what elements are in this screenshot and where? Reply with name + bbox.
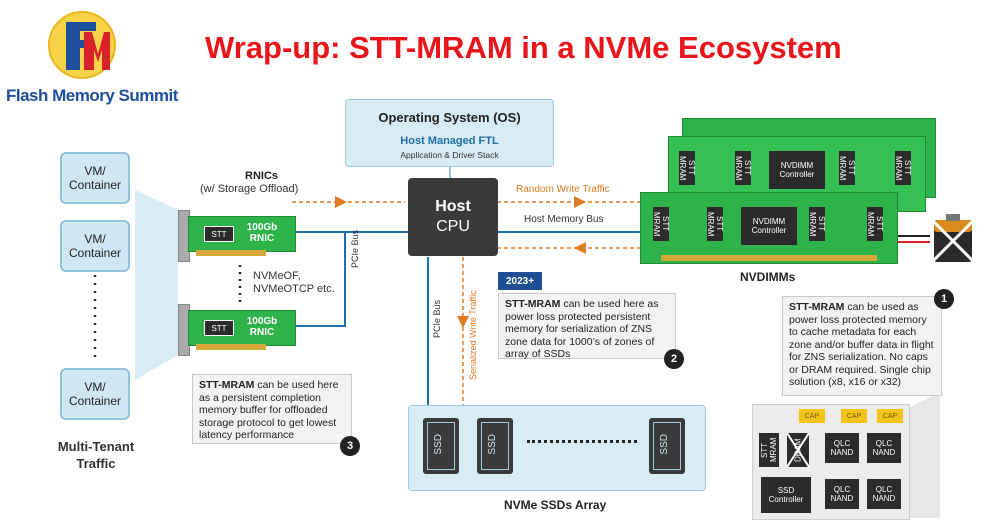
- vm-container-2: VM/ Container: [60, 220, 130, 272]
- pcie-bus-label-left: PCIe Bus: [350, 229, 360, 268]
- host-cpu: Host CPU: [408, 178, 498, 256]
- rnics-sub-label: (w/ Storage Offload): [200, 183, 299, 195]
- pcie-bus-label-center: PCIe Bus: [432, 299, 442, 338]
- ssd-3-inner: [653, 422, 681, 470]
- board-dram-crossed: DRAM: [787, 433, 809, 467]
- stt-mram-chip: STT MRAM: [652, 207, 670, 241]
- dram-cross-icon: [787, 433, 809, 467]
- nvdimm-label: NVDIMMs: [740, 270, 796, 284]
- host-memory-bus-label: Host Memory Bus: [524, 214, 604, 225]
- ssd-1-inner: [427, 422, 455, 470]
- stt-mram-chip: STT MRAM: [838, 151, 856, 185]
- battery-icon: [928, 212, 978, 266]
- ssd-3: SSD: [649, 418, 685, 474]
- stt-mram-chip: STT MRAM: [894, 151, 912, 185]
- callout-3-text: can be used here as a persistent complet…: [199, 379, 339, 441]
- callout-2-number: 2: [664, 349, 684, 369]
- multi-tenant-label: Multi-Tenant Traffic: [57, 439, 135, 471]
- ssd-1: SSD: [423, 418, 459, 474]
- callout-2-text: can be used here as power loss protected…: [505, 298, 659, 360]
- stt-mram-chip: STT MRAM: [706, 207, 724, 241]
- qlc-nand-1: QLC NAND: [825, 433, 859, 463]
- rnics-label: RNICs: [245, 170, 279, 182]
- year-badge: 2023+: [498, 272, 542, 290]
- serialized-write-label: Serialized Write Traffic: [468, 290, 478, 380]
- ssd-2: SSD: [477, 418, 513, 474]
- callout-3-bold: STT-MRAM: [199, 379, 255, 391]
- callout-1: STT-MRAM can be used as power loss prote…: [782, 296, 942, 396]
- vm-container-1: VM/ Container: [60, 152, 130, 204]
- rnic-connector: [196, 344, 266, 350]
- rnic-card-2: STT 100Gb RNIC: [178, 304, 296, 356]
- board-stt-mram-chip: STT MRAM: [759, 433, 779, 467]
- ssd-controller-chip: SSD Controller: [761, 477, 811, 513]
- callout-3-number: 3: [340, 436, 360, 456]
- nvdimm-edge-connector: [661, 255, 877, 261]
- nvdimm-controller-chip: NVDIMM Controller: [769, 151, 825, 189]
- rnic-connector: [196, 250, 266, 256]
- qlc-nand-3: QLC NAND: [825, 479, 859, 509]
- ssd-1-label: SSD: [433, 434, 444, 455]
- cap-3: CAP: [877, 409, 903, 423]
- rnic-card-label: 100Gb RNIC: [246, 222, 278, 244]
- nvdimm-controller-chip: NVDIMM Controller: [741, 207, 797, 245]
- stt-chip: STT: [204, 320, 234, 336]
- qlc-nand-2: QLC NAND: [867, 433, 901, 463]
- stt-chip: STT: [204, 226, 234, 242]
- rnic-card-1: STT 100Gb RNIC: [178, 210, 296, 262]
- stt-mram-chip: STT MRAM: [866, 207, 884, 241]
- callout-2-bold: STT-MRAM: [505, 298, 561, 310]
- stt-mram-chip: STT MRAM: [678, 151, 696, 185]
- logo-text: Flash Memory Summit: [6, 86, 178, 105]
- page-title: Wrap-up: STT-MRAM in a NVMe Ecosystem: [205, 30, 842, 65]
- os-box: Operating System (OS) Host Managed FTL A…: [345, 99, 554, 167]
- os-stack: Application & Driver Stack: [400, 150, 499, 160]
- vm-container-3: VM/ Container: [60, 368, 130, 420]
- cap-2: CAP: [841, 409, 867, 423]
- stt-mram-chip: STT MRAM: [734, 151, 752, 185]
- host-line1: Host: [435, 198, 471, 215]
- nvdimm-module-front: STT MRAM STT MRAM NVDIMM Controller STT …: [640, 192, 898, 264]
- ssd-2-label: SSD: [487, 434, 498, 455]
- qlc-nand-4: QLC NAND: [867, 479, 901, 509]
- callout-1-text: can be used as power loss protected memo…: [789, 301, 934, 388]
- cap-1: CAP: [799, 409, 825, 423]
- ssd-3-label: SSD: [659, 434, 670, 455]
- ssd-2-inner: [481, 422, 509, 470]
- flash-memory-summit-logo-icon: [48, 11, 116, 79]
- callout-3: STT-MRAM can be used here as a persisten…: [192, 374, 352, 444]
- callout-2: STT-MRAM can be used here as power loss …: [498, 293, 676, 360]
- os-title: Operating System (OS): [378, 110, 521, 125]
- ssd-array-label: NVMe SSDs Array: [504, 498, 607, 512]
- ssd-array-box: SSD SSD SSD: [408, 405, 706, 491]
- callout-1-number: 1: [934, 289, 954, 309]
- host-line2: CPU: [436, 218, 470, 235]
- random-write-label: Random Write Traffic: [516, 184, 610, 195]
- os-ftl: Host Managed FTL: [400, 135, 499, 147]
- protocols-label: NVMeOF, NVMeOTCP etc.: [253, 270, 335, 295]
- ssd-board: CAP CAP CAP STT MRAM DRAM QLC NAND QLC N…: [752, 404, 910, 520]
- logo: [44, 10, 120, 80]
- rnic-card-label: 100Gb RNIC: [246, 316, 278, 338]
- stt-mram-chip: STT MRAM: [808, 207, 826, 241]
- ssd-dots: [527, 440, 637, 443]
- callout-1-bold: STT-MRAM: [789, 301, 845, 313]
